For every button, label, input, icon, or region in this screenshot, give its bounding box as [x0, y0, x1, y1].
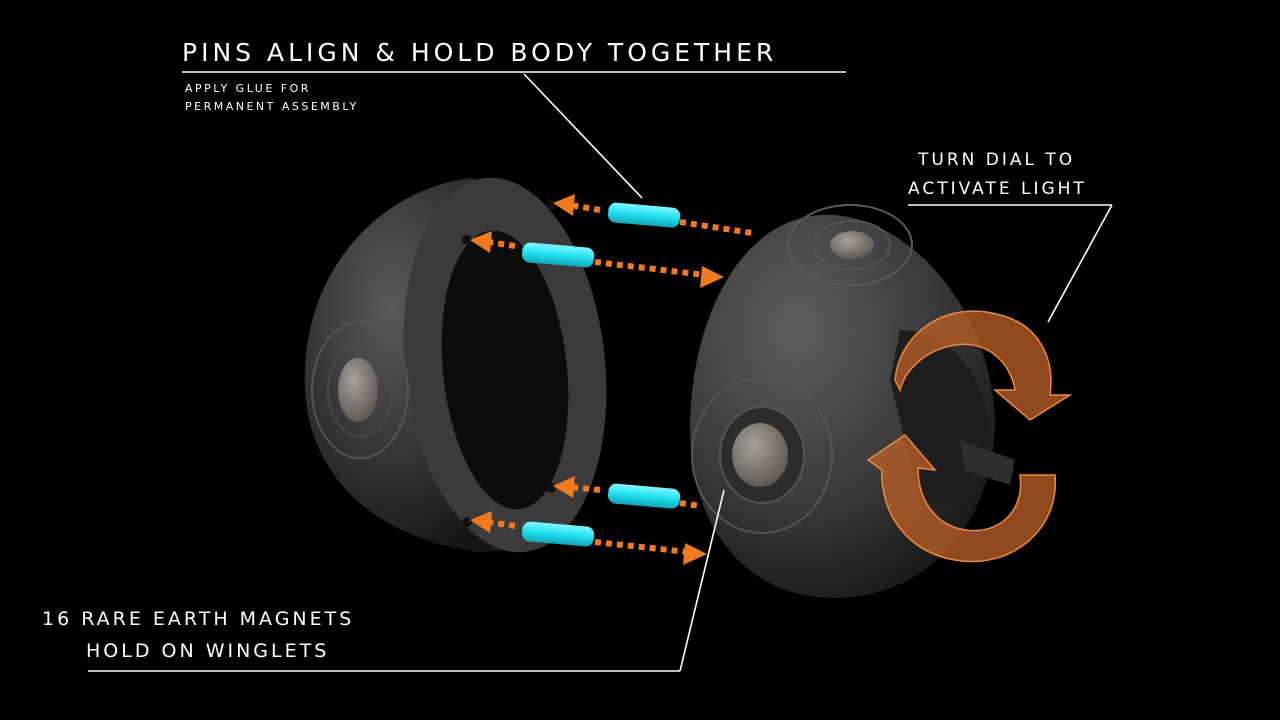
alignment-pins	[522, 202, 681, 547]
magnets-callout-line1: 16 RARE EARTH MAGNETS	[42, 608, 355, 630]
rotate-dial-arrows	[866, 310, 1073, 563]
pins-callout-note-line1: APPLY GLUE FOR	[185, 82, 311, 95]
dial-callout-line1: TURN DIAL TO	[918, 150, 1076, 170]
magnet-top	[830, 231, 874, 259]
magnet-front	[732, 423, 788, 487]
pin-1	[608, 202, 681, 228]
pin-direction-arrows	[470, 194, 753, 565]
pin-3	[608, 483, 681, 509]
rear-shell-half	[304, 177, 607, 553]
leader-lines	[88, 71, 1113, 672]
pin-2	[522, 242, 595, 268]
dial-callout-line2: ACTIVATE LIGHT	[908, 179, 1087, 199]
pin-4	[522, 521, 595, 547]
pins-callout-note-line2: PERMANENT ASSEMBLY	[185, 100, 359, 113]
magnets-callout-line2: HOLD ON WINGLETS	[86, 640, 330, 662]
magnet-left	[338, 358, 378, 422]
pins-callout-title: PINS ALIGN & HOLD BODY TOGETHER	[182, 38, 778, 67]
